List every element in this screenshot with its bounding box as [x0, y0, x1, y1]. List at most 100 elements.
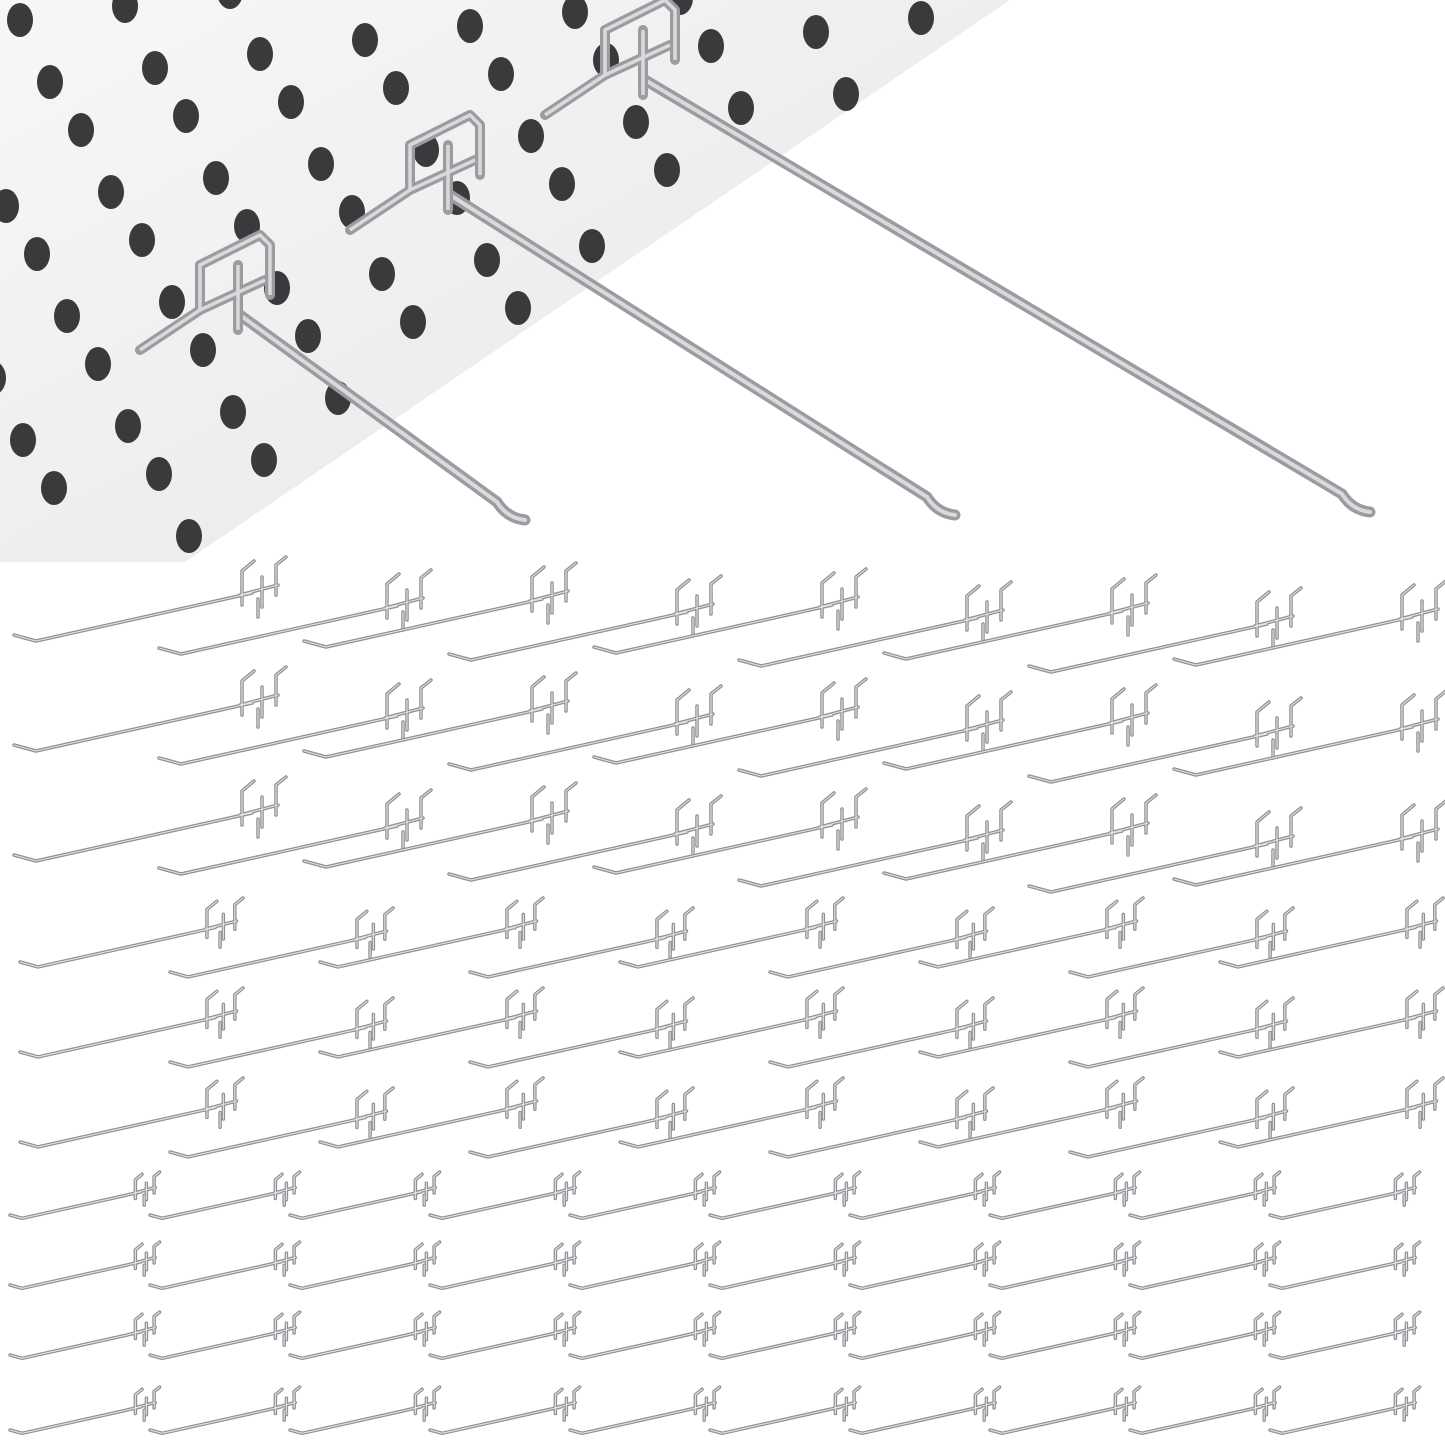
hook	[302, 671, 578, 759]
hook	[288, 1310, 442, 1361]
hook	[1068, 906, 1295, 979]
hook	[1027, 806, 1303, 894]
hook	[1218, 986, 1445, 1059]
pegboard-hole	[278, 85, 304, 119]
hook	[1268, 1240, 1422, 1291]
hook-grid	[8, 555, 1445, 1436]
hook	[848, 1170, 1002, 1221]
hook	[1172, 689, 1445, 777]
hook	[135, 230, 531, 526]
hook	[882, 793, 1158, 881]
hook	[1068, 1086, 1295, 1159]
pegboard-hole	[369, 257, 395, 291]
pegboard-hole	[142, 51, 168, 85]
hook	[592, 787, 868, 875]
hook	[12, 775, 288, 863]
hook	[18, 896, 245, 969]
hook	[148, 1170, 302, 1221]
hook	[988, 1240, 1142, 1291]
pegboard-hole	[112, 0, 138, 23]
hook	[1172, 799, 1445, 887]
hook	[447, 574, 723, 662]
hook	[428, 1170, 582, 1221]
pegboard-hole	[698, 29, 724, 63]
pegboard-hole	[833, 77, 859, 111]
hook	[568, 1310, 722, 1361]
pegboard-hole	[383, 71, 409, 105]
hook	[882, 573, 1158, 661]
pegboard-hole	[728, 91, 754, 125]
pegboard-hole	[159, 285, 185, 319]
pegboard-hole	[7, 3, 33, 37]
pegboard-hole	[457, 9, 483, 43]
hook	[737, 690, 1013, 778]
pegboard-hole	[308, 147, 334, 181]
pegboard-hole	[474, 243, 500, 277]
hook	[737, 800, 1013, 888]
hook	[157, 568, 433, 656]
pegboard-hole	[908, 1, 934, 35]
pegboard-hole	[251, 443, 277, 477]
pegboard-hole	[129, 223, 155, 257]
pegboard-hole	[218, 0, 242, 9]
hook	[148, 1385, 302, 1436]
hook	[1068, 996, 1295, 1069]
pegboard-hole	[203, 161, 229, 195]
pegboard-hole	[0, 363, 6, 393]
hook	[768, 1086, 995, 1159]
hook	[1268, 1170, 1422, 1221]
hook	[708, 1385, 862, 1436]
hook	[447, 684, 723, 772]
hook	[568, 1385, 722, 1436]
pegboard-hole	[68, 113, 94, 147]
pegboard-hole	[173, 99, 199, 133]
pegboard-hole	[115, 409, 141, 443]
pegboard-hole	[41, 471, 67, 505]
pegboard-hole	[518, 119, 544, 153]
hook	[708, 1170, 862, 1221]
hook	[988, 1170, 1142, 1221]
hook	[288, 1170, 442, 1221]
hook	[302, 781, 578, 869]
pegboard-hole	[654, 153, 680, 187]
hook	[288, 1385, 442, 1436]
hook	[918, 1076, 1145, 1149]
pegboard-hole	[10, 423, 36, 457]
pegboard-hole	[803, 15, 829, 49]
hook	[882, 683, 1158, 771]
hook	[1218, 896, 1445, 969]
hook	[1027, 696, 1303, 784]
hook	[8, 1310, 162, 1361]
hook	[168, 906, 395, 979]
hook	[157, 678, 433, 766]
pegboard-hole	[247, 37, 273, 71]
pegboard-hole	[400, 305, 426, 339]
hook	[568, 1240, 722, 1291]
hook	[12, 665, 288, 753]
pegboard-hole	[146, 457, 172, 491]
pegboard-hole	[579, 229, 605, 263]
hook	[468, 996, 695, 1069]
pegboard-hole	[562, 0, 588, 29]
pegboard-hole	[190, 333, 216, 367]
hook	[568, 1170, 722, 1221]
hook	[318, 896, 545, 969]
hook	[18, 1076, 245, 1149]
hook	[1128, 1310, 1282, 1361]
hook	[848, 1385, 1002, 1436]
hook	[12, 555, 288, 643]
hook	[592, 677, 868, 765]
hook	[848, 1310, 1002, 1361]
hook	[148, 1240, 302, 1291]
hook	[18, 986, 245, 1059]
hook	[708, 1240, 862, 1291]
hook	[768, 996, 995, 1069]
pegboard-hole	[176, 519, 202, 553]
pegboard-holes	[0, 0, 934, 553]
hook	[288, 1240, 442, 1291]
pegboard-hole	[0, 189, 19, 223]
hook	[918, 986, 1145, 1059]
hook	[708, 1310, 862, 1361]
